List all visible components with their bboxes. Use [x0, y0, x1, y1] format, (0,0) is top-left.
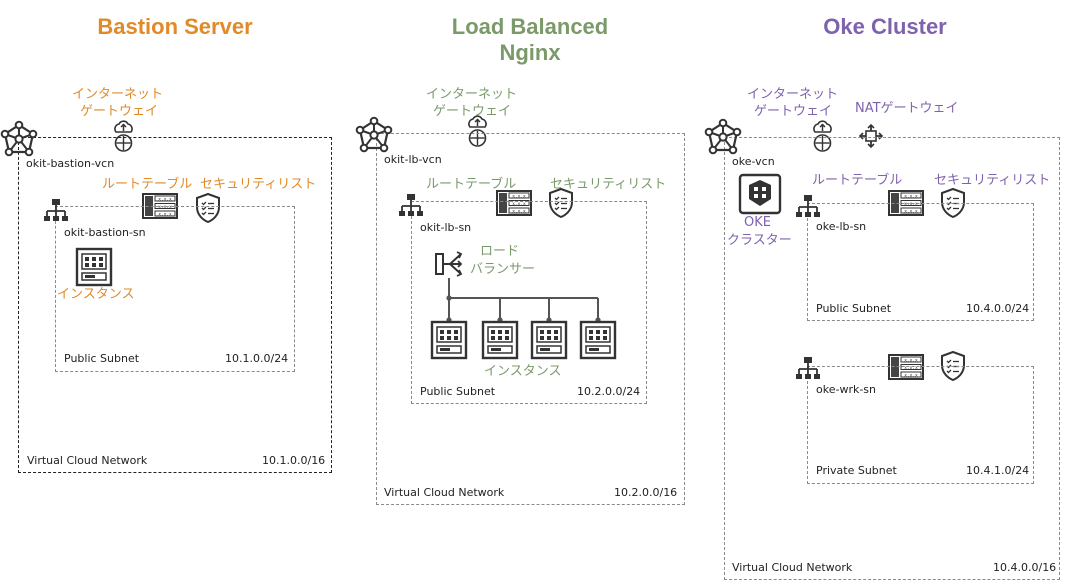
- oke-igw-label-2: ゲートウェイ: [754, 104, 833, 119]
- oke-cluster-icon[interactable]: [738, 173, 782, 215]
- instance-icon[interactable]: [579, 320, 617, 360]
- lb-vcn-type: Virtual Cloud Network: [384, 486, 505, 499]
- instance-icon[interactable]: [430, 320, 468, 360]
- oke-igw-label-1: インターネット: [747, 87, 839, 102]
- oke-vcn-box[interactable]: [724, 137, 1060, 580]
- lb-subnet-name: okit-lb-sn: [420, 221, 472, 234]
- oke-vcn-cidr: 10.4.0.0/16: [993, 561, 1057, 574]
- vcn-icon[interactable]: [704, 118, 742, 155]
- lb-vcn-name: okit-lb-vcn: [384, 153, 442, 166]
- lb-subnet-box[interactable]: [411, 201, 647, 404]
- lb-title-line1: Load Balanced: [451, 14, 609, 39]
- instance-icon[interactable]: [481, 320, 519, 360]
- instance-icon[interactable]: [530, 320, 568, 360]
- oke-wrk-subnet-cidr: 10.4.1.0/24: [966, 464, 1030, 477]
- lb-load-balancer-label-1: ロード: [480, 244, 520, 259]
- oke-title: Oke Cluster: [823, 14, 947, 39]
- bastion-vcn-cidr: 10.1.0.0/16: [262, 454, 326, 467]
- lb-instance-label: インスタンス: [484, 364, 562, 379]
- bastion-security-list-label: セキュリティリスト: [200, 177, 317, 192]
- oke-cluster-label-2: クラスター: [727, 233, 792, 248]
- lb-load-balancer-label-2: バランサー: [470, 262, 536, 277]
- bastion-vcn-type: Virtual Cloud Network: [27, 454, 148, 467]
- lb-vcn-box[interactable]: [376, 133, 685, 505]
- bastion-subnet-cidr: 10.1.0.0/24: [225, 352, 289, 365]
- oke-lb-subnet-box[interactable]: [807, 203, 1034, 321]
- subnet-icon[interactable]: [795, 194, 821, 218]
- oke-cluster-label-1: OKE: [744, 215, 771, 230]
- lb-igw-label-1: インターネット: [426, 87, 518, 102]
- oke-nat-label: NATゲートウェイ: [855, 101, 959, 116]
- lb-vcn-cidr: 10.2.0.0/16: [614, 486, 678, 499]
- oke-vcn-name: oke-vcn: [732, 155, 775, 168]
- oke-wrk-subnet-name: oke-wrk-sn: [816, 383, 877, 396]
- oke-vcn-type: Virtual Cloud Network: [732, 561, 853, 574]
- lb-subnet-cidr: 10.2.0.0/24: [577, 385, 641, 398]
- bastion-vcn-box[interactable]: [18, 137, 332, 473]
- oke-wrk-subnet-type: Private Subnet: [816, 464, 897, 477]
- subnet-icon[interactable]: [795, 356, 821, 380]
- bastion-subnet-type: Public Subnet: [64, 352, 140, 365]
- bastion-igw-label-1: インターネット: [72, 87, 164, 102]
- oke-lb-subnet-type: Public Subnet: [816, 302, 892, 315]
- lb-security-list-label: セキュリティリスト: [550, 177, 667, 192]
- lb-route-table-label: ルートテーブル: [426, 177, 517, 192]
- lb-subnet-type: Public Subnet: [420, 385, 496, 398]
- lb-igw-label-2: ゲートウェイ: [433, 104, 512, 119]
- oke-route-table-label: ルートテーブル: [812, 173, 903, 188]
- bastion-route-table-label: ルートテーブル: [102, 177, 193, 192]
- lb-title-line2: Nginx: [499, 40, 561, 65]
- bastion-instance-label: インスタンス: [57, 287, 135, 302]
- oke-lb-subnet-cidr: 10.4.0.0/24: [966, 302, 1030, 315]
- bastion-vcn-name: okit-bastion-vcn: [26, 157, 115, 170]
- bastion-igw-label-2: ゲートウェイ: [80, 104, 159, 119]
- bastion-subnet-box[interactable]: [55, 206, 295, 372]
- oke-wrk-subnet-box[interactable]: [807, 366, 1034, 484]
- oke-security-list-label: セキュリティリスト: [934, 173, 1051, 188]
- bastion-title: Bastion Server: [97, 14, 253, 39]
- oke-lb-subnet-name: oke-lb-sn: [816, 220, 867, 233]
- bastion-subnet-name: okit-bastion-sn: [64, 226, 146, 239]
